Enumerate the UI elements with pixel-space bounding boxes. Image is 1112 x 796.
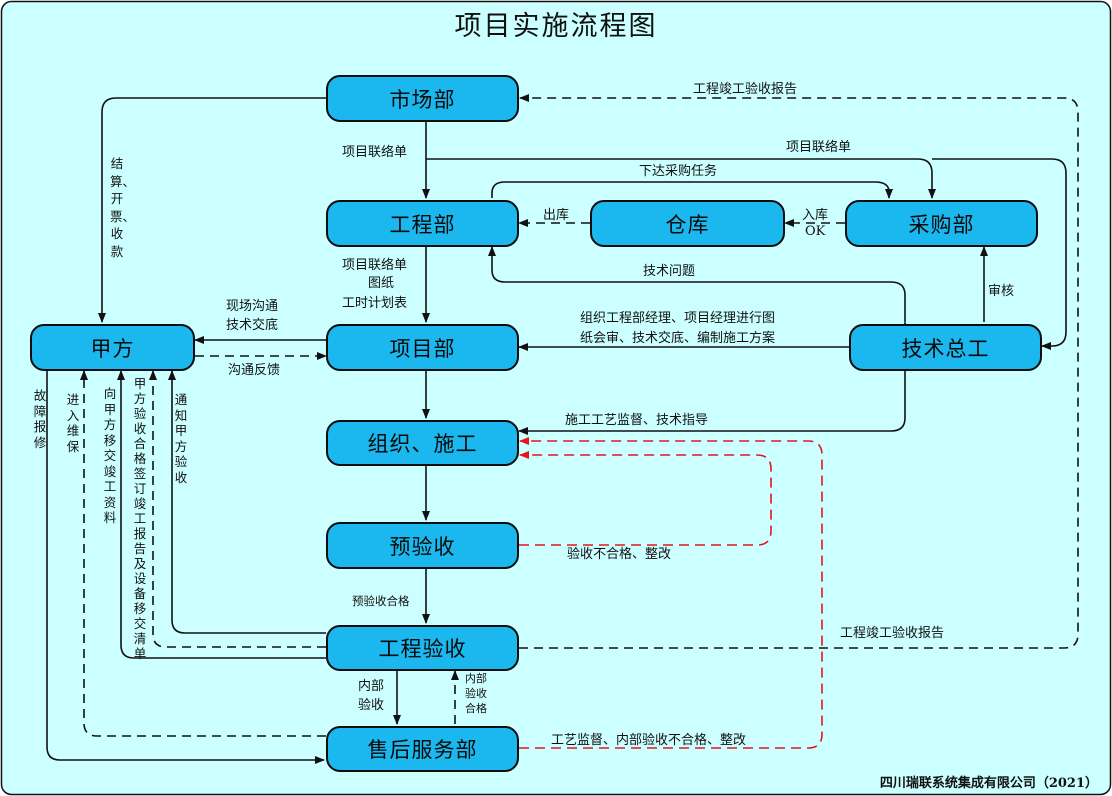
- node-warehouse[interactable]: 仓库: [590, 200, 785, 247]
- label-report-bottom: 工程竣工验收报告: [840, 626, 945, 641]
- arrow-aftersales-rework: [519, 437, 823, 749]
- label-handover-docs: 向甲方移交竣工资料: [103, 386, 117, 525]
- label-in-stock: 入库: [802, 208, 829, 223]
- label-internal-2: 验收: [358, 698, 385, 713]
- arrow-market-to-purchasing: [426, 158, 936, 199]
- label-onsite-2: 技术交底: [226, 318, 279, 333]
- node-construction[interactable]: 组织、施工: [326, 420, 519, 466]
- label-notify: 通知甲方验收: [174, 392, 188, 485]
- node-aftersales[interactable]: 售后服务部: [326, 726, 519, 772]
- node-market[interactable]: 市场部: [326, 75, 519, 122]
- arrow-precheck-rework: [519, 451, 772, 546]
- arrow-engineering-chief: [488, 246, 909, 331]
- node-engineering[interactable]: 工程部: [326, 200, 519, 247]
- footer-company: 四川瑞联系统集成有限公司（2021）: [879, 776, 1098, 791]
- node-purchasing[interactable]: 采购部: [845, 200, 1038, 247]
- label-settle: 结算、开票、收款: [110, 156, 136, 259]
- label-work-plan: 工时计划表: [342, 296, 408, 311]
- label-contact-1: 项目联络单: [342, 145, 408, 160]
- arrow-client-to-aftersales: [46, 371, 325, 764]
- label-org-2: 纸会审、技术交底、编制施工方案: [580, 331, 776, 346]
- node-precheck[interactable]: 预验收: [326, 522, 519, 569]
- label-contact-2: 项目联络单: [786, 140, 852, 155]
- label-onsite-1: 现场沟通: [226, 299, 279, 314]
- arrow-chief-to-construct: [518, 371, 906, 435]
- page-title: 项目实施流程图: [454, 11, 658, 42]
- arrow-aftersales-to-client: [80, 370, 326, 737]
- label-aftersales-rework: 工艺监督、内部验收不合格、整改: [551, 733, 747, 748]
- label-internal-pass: 内部验收合格: [465, 672, 487, 715]
- label-contact-3: 项目联络单: [342, 258, 408, 273]
- arrow-acceptance-notify-client: [168, 370, 326, 634]
- label-fault: 故障报修: [33, 388, 47, 450]
- label-drawings: 图纸: [368, 276, 395, 291]
- label-report-top: 工程竣工验收报告: [693, 82, 798, 97]
- label-tech-issue: 技术问题: [643, 264, 696, 279]
- arrow-market-to-chief: [932, 158, 1067, 350]
- node-chief-engineer[interactable]: 技术总工: [849, 324, 1042, 371]
- node-acceptance[interactable]: 工程验收: [326, 625, 519, 671]
- node-client[interactable]: 甲方: [30, 324, 195, 371]
- label-precheck-pass: 预验收合格: [352, 594, 410, 608]
- label-out-stock: 出库: [543, 208, 570, 223]
- arrow-acceptance-report-to-market: [519, 94, 1079, 649]
- arrow-engineering-to-purchasing: [491, 181, 893, 199]
- label-purchase-task: 下达采购任务: [639, 164, 718, 179]
- label-org-1: 组织工程部经理、项目经理进行图: [580, 311, 776, 326]
- label-review: 审核: [988, 284, 1015, 299]
- node-project[interactable]: 项目部: [326, 324, 519, 371]
- arrow-acceptance-docs-to-client: [149, 370, 326, 648]
- label-sign-report: 甲方验收合格签订竣工报告及设备移交清单: [133, 376, 147, 661]
- arrow-market-to-client: [98, 97, 326, 323]
- label-ok: OK: [805, 224, 826, 239]
- label-supervision: 施工工艺监督、技术指导: [565, 413, 709, 428]
- label-maintenance: 进入维保: [66, 392, 80, 454]
- label-internal-1: 内部: [358, 679, 385, 694]
- label-feedback: 沟通反馈: [228, 363, 281, 378]
- label-fail-rework: 验收不合格、整改: [567, 547, 672, 562]
- arrow-acceptance-sign-client: [117, 370, 326, 659]
